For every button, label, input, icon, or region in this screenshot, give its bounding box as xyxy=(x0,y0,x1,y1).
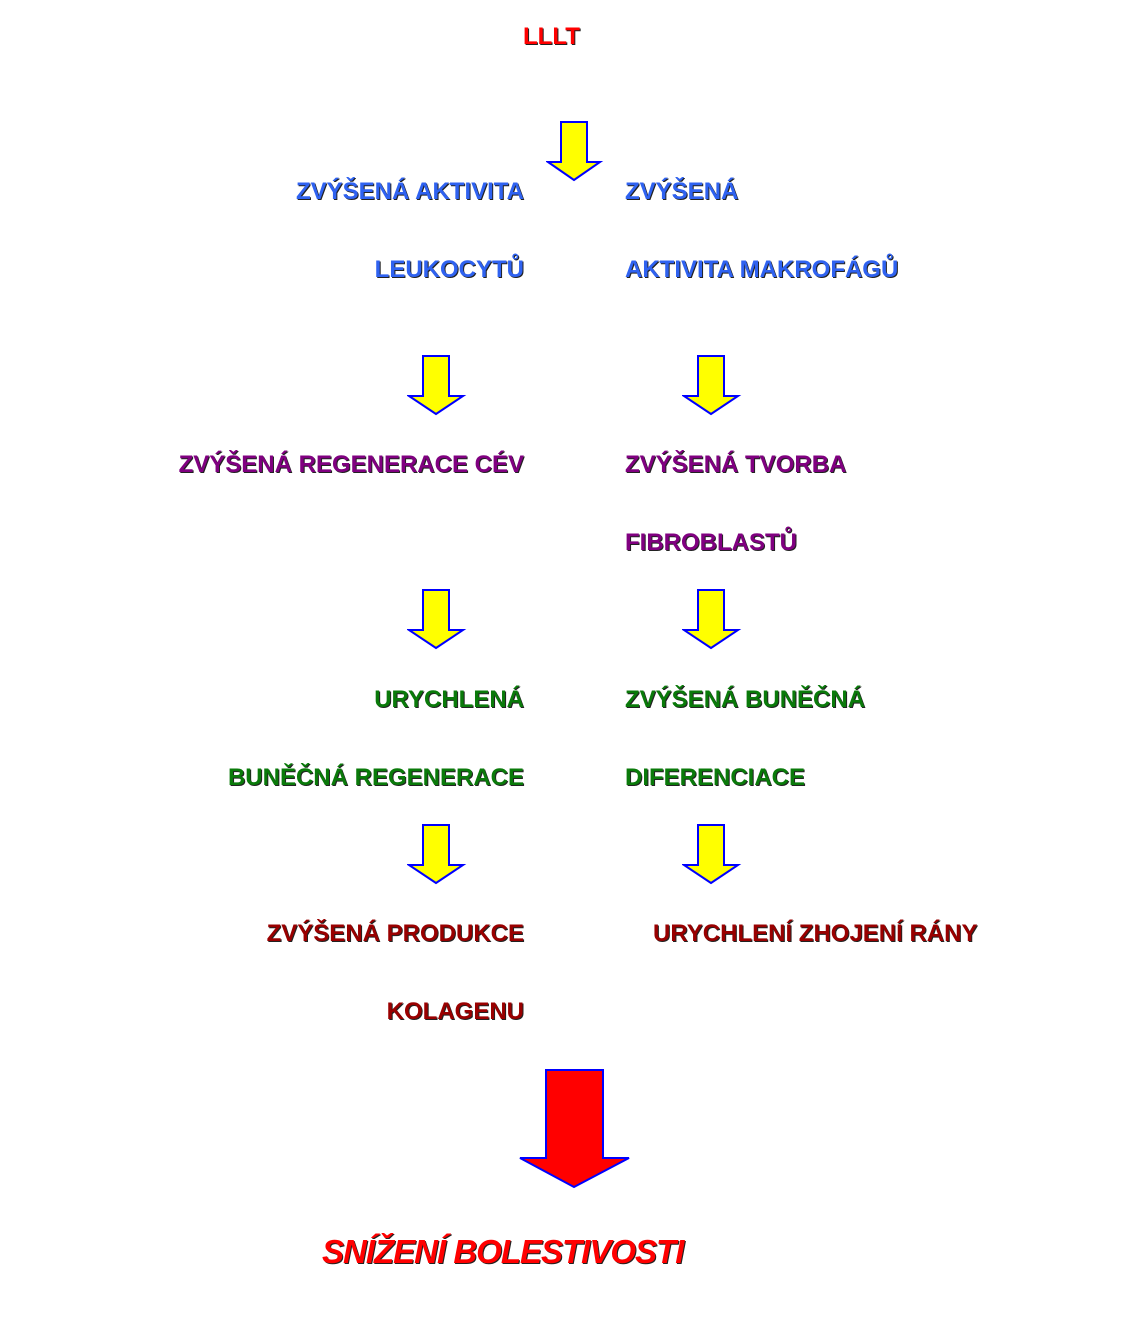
right-l2-line2: FIBROBLASTŮ xyxy=(625,529,797,556)
right-l3-line2: DIFERENCIACE xyxy=(625,764,806,791)
arrow-down-icon xyxy=(682,589,742,650)
arrow-down-icon xyxy=(407,355,467,416)
left-l2-line1: ZVÝŠENÁ REGENERACE CÉV xyxy=(178,451,524,478)
arrow-down-icon xyxy=(546,121,604,182)
right-l1-line2: AKTIVITA MAKROFÁGŮ xyxy=(625,256,899,283)
title-lllt: LLLT xyxy=(523,23,580,50)
arrow-down-icon xyxy=(682,824,742,885)
left-l4-line1: ZVÝŠENÁ PRODUKCE xyxy=(266,920,524,947)
left-l1-line1: ZVÝŠENÁ AKTIVITA xyxy=(295,178,524,205)
right-l1-line1: ZVÝŠENÁ xyxy=(625,178,739,205)
left-l3-line2: BUNĚČNÁ REGENERACE xyxy=(227,764,524,791)
arrow-down-icon xyxy=(682,355,742,416)
right-l4-line1: URYCHLENÍ ZHOJENÍ RÁNY xyxy=(653,920,978,947)
right-l3-line1: ZVÝŠENÁ BUNĚČNÁ xyxy=(625,686,866,713)
left-l1-line2: LEUKOCYTŮ xyxy=(374,256,524,283)
final-arrow-down-icon xyxy=(519,1069,630,1189)
left-l3-line1: URYCHLENÁ xyxy=(374,686,524,713)
arrow-down-icon xyxy=(407,824,467,885)
arrow-down-icon xyxy=(407,589,467,650)
right-l2-line1: ZVÝŠENÁ TVORBA xyxy=(625,451,847,478)
left-l4-line2: KOLAGENU xyxy=(386,998,524,1025)
result-text: SNÍŽENÍ BOLESTIVOSTI xyxy=(322,1233,684,1270)
